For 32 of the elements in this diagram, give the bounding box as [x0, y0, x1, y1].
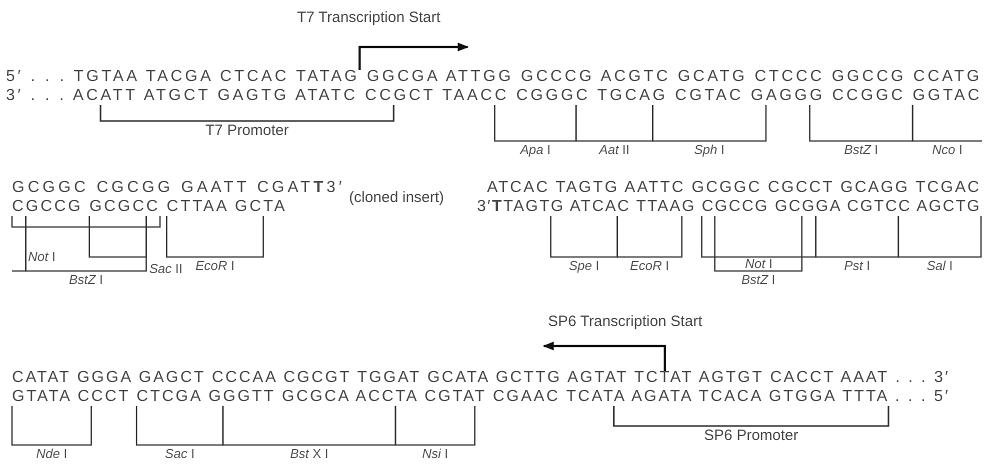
promoter-label: T7 Promoter [205, 123, 289, 139]
promoter-label: SP6 Promoter [704, 428, 798, 444]
restriction-enzyme-label: Nco I [932, 143, 962, 157]
restriction-enzyme-label: EcoR I [195, 259, 234, 273]
restriction-enzyme-label: Not I [28, 250, 56, 264]
restriction-enzyme-label: Not I [745, 257, 772, 271]
restriction-enzyme-label: Sph I [694, 143, 724, 157]
dna-sequence: 5′ . . . TGTAA TACGA CTCAC TATAG GGCGA ATTGG GCCCG ACGTC GCATG CTCCC GGCCG CCATG [6, 68, 982, 85]
restriction-enzyme-label: Nsi I [422, 447, 448, 461]
restriction-enzyme-label: Sac II [149, 262, 182, 276]
restriction-enzyme-label: EcoR I [630, 259, 670, 273]
dna-sequence: ATCAC TAGTG AATTC GCGGC CGCCT GCAGG TCGAC [487, 179, 981, 196]
dna-sequence: GTATA CCCT CTCGA GGGTT GCGCA ACCTA CGTAT CGAAC TCATA AGATA TCACA GTGGA TTTA . . . 5′ [12, 388, 950, 405]
dna-sequence: GCGGC CGCGG GAATT CGATT3′ [12, 179, 346, 196]
transcription-start-label: SP6 Transcription Start [548, 314, 702, 330]
restriction-enzyme-label: Sal I [926, 259, 953, 273]
dna-sequence: 3′ . . . ACATT ATGCT GAGTG ATATC CCGCT TAACC CGGGC TGCAG CGTAC GAGGG CCGGC GGTAC [6, 87, 982, 104]
dna-sequence: CGCCG GCGCC CTTAA GCTA [12, 198, 287, 215]
insert-label: (cloned insert) [349, 190, 444, 206]
restriction-enzyme-label: Pst I [844, 259, 870, 273]
restriction-enzyme-label: Sac I [164, 447, 195, 461]
restriction-enzyme-label: Bst X I [290, 447, 328, 461]
restriction-enzyme-label: Aat II [599, 143, 630, 157]
restriction-enzyme-label: BstZ I [69, 273, 103, 287]
dna-sequence: CATAT GGGA GAGCT CCCAA CGCGT TGGAT GCATA GCTTG AGTAT TCTAT AGTGT CACCT AAAT . . . 3′ [12, 369, 950, 386]
transcription-start-label: T7 Transcription Start [297, 10, 440, 26]
dna-sequence: 3′TTAGTG ATCAC TTAAG CGCCG GCGGA CGTCC AGCTG [477, 198, 982, 215]
restriction-enzyme-label: Apa I [520, 143, 551, 157]
restriction-enzyme-label: BstZ I [844, 143, 878, 157]
restriction-enzyme-label: Spe I [568, 259, 600, 273]
restriction-enzyme-label: Nde I [36, 447, 68, 461]
restriction-enzyme-label: BstZ I [741, 273, 776, 287]
